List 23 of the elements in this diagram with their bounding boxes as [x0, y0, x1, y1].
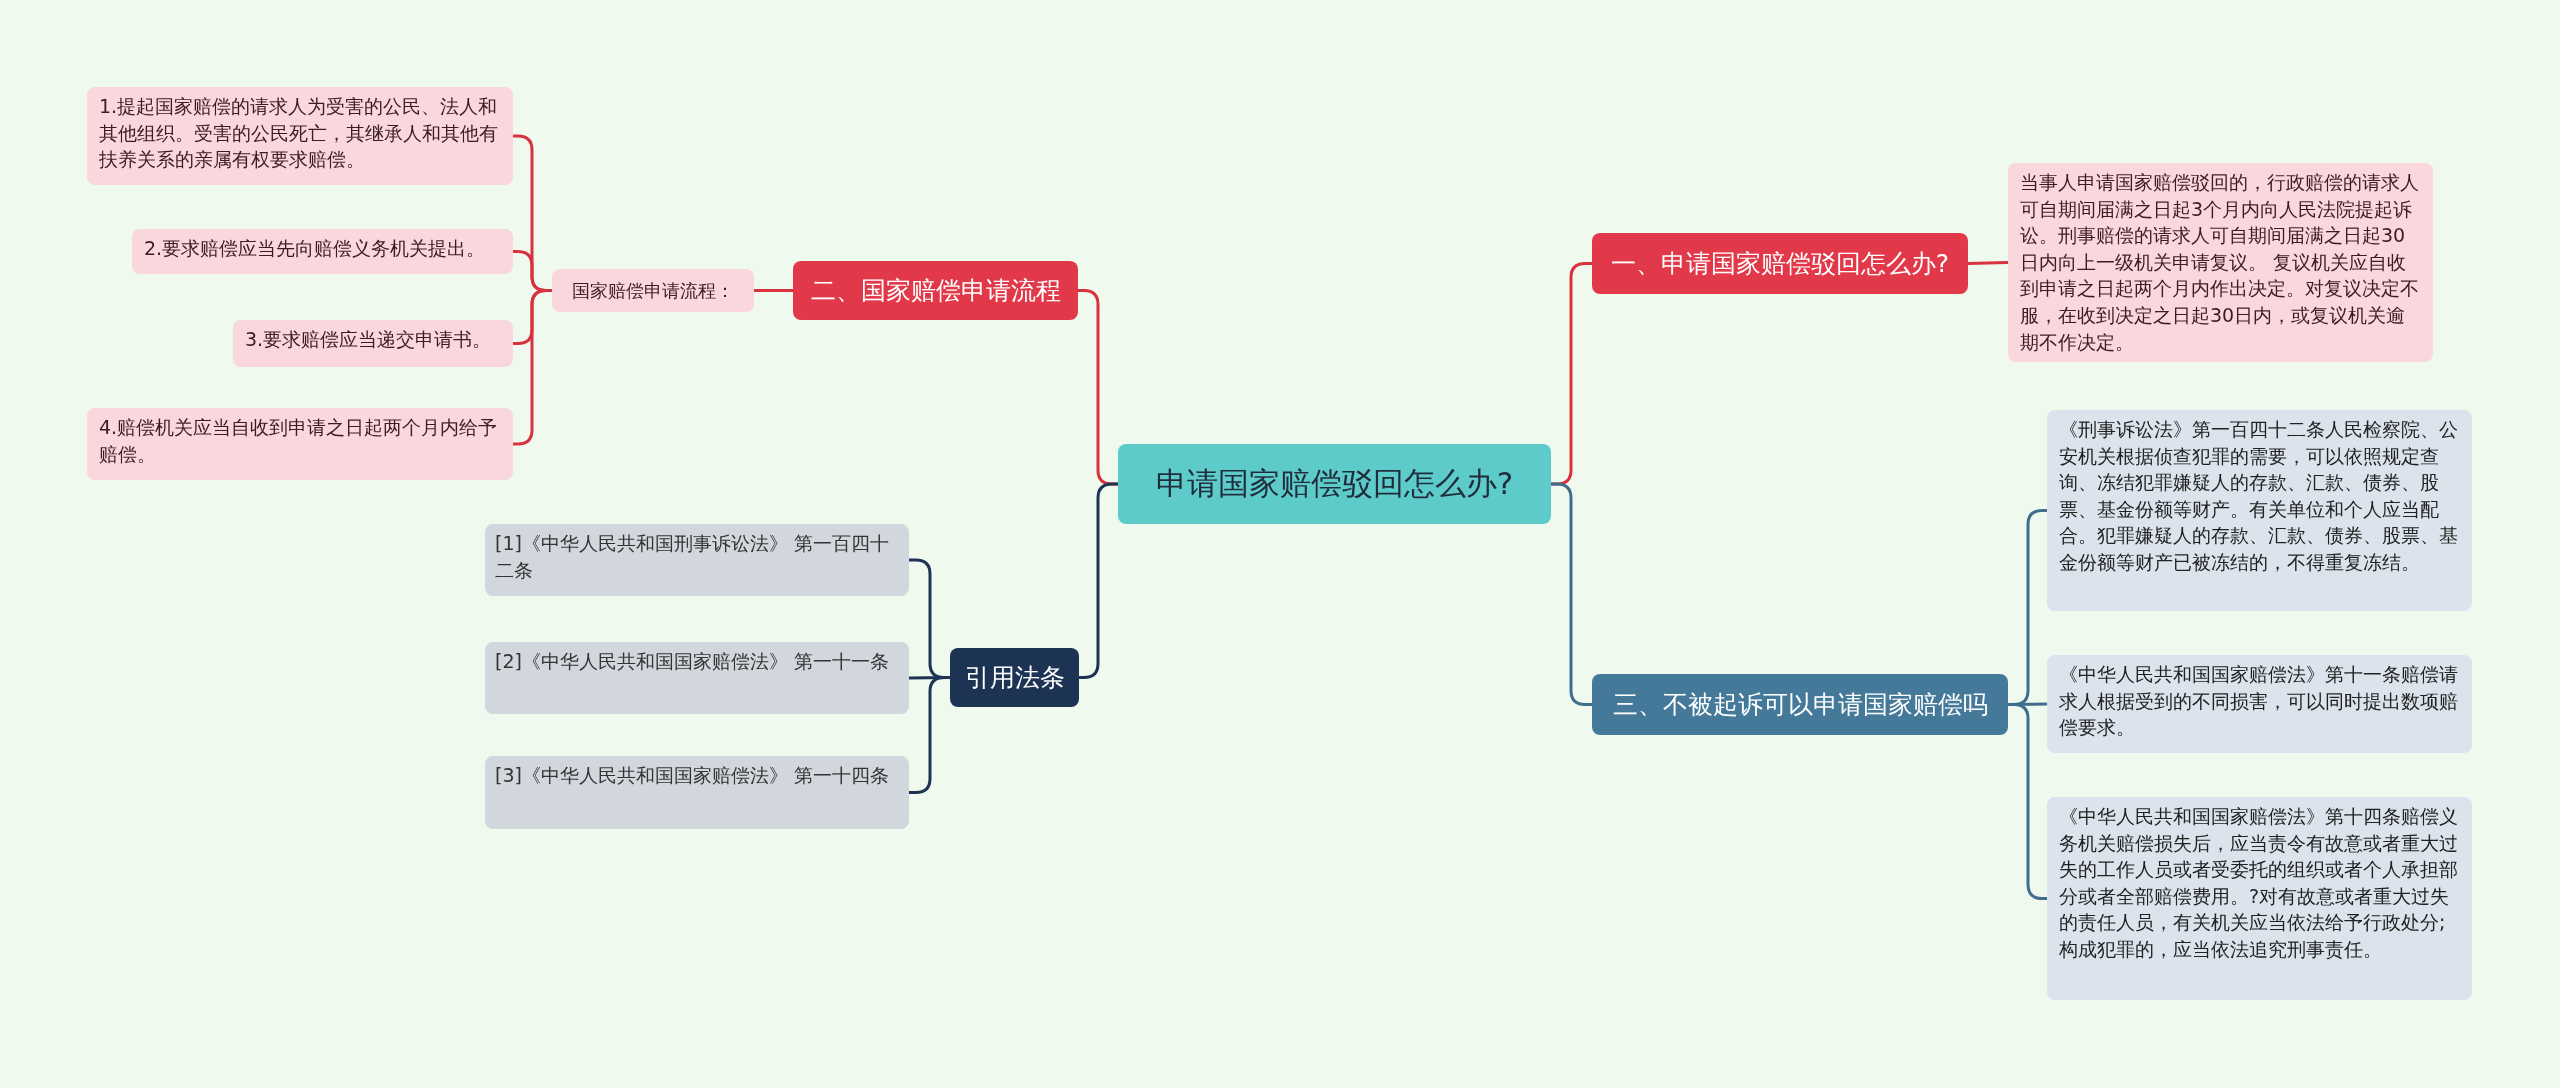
text-card: 《中华人民共和国国家赔偿法》第十四条赔偿义务机关赔偿损失后，应当责令有故意或者重大过失的工作人员或者受委托的组织或者个人承担部分或者全部赔偿费用。?对有故意或者重大过失的责任人员，有关机关应当依法给予行政处分;构成犯罪的，应当依法追究刑事责任。 — [2047, 797, 2472, 1000]
connector-line — [754, 289, 793, 292]
subtopic-box: 国家赔偿申请流程： — [552, 269, 754, 312]
central-topic-box: 申请国家赔偿驳回怎么办? — [1118, 444, 1551, 524]
reference-card: [1]《中华人民共和国刑事诉讼法》 第一百四十二条 — [485, 524, 909, 596]
connector-line — [1967, 261, 2009, 265]
connector-line — [1551, 482, 1592, 706]
branch-topic-box: 引用法条 — [950, 648, 1079, 707]
text-card: 2.要求赔偿应当先向赔偿义务机关提出。 — [132, 229, 513, 274]
connector-line — [1079, 482, 1118, 679]
reference-card: [3]《中华人民共和国国家赔偿法》 第一十四条 — [485, 756, 909, 829]
text-card: 3.要求赔偿应当递交申请书。 — [233, 320, 513, 367]
text-card: 当事人申请国家赔偿驳回的，行政赔偿的请求人可自期间届满之日起3个月内向人民法院提起诉讼。刑事赔偿的请求人可自期间届满之日起30日内向上一级机关申请复议。 复议机关应自收到申请之日起两个月内作出决定。对复议决定不服，在收到决定之日起30日内，或复议机关逾期不作决定。 — [2008, 163, 2433, 362]
text-card: 1.提起国家赔偿的请求人为受害的公民、法人和其他组织。受害的公民死亡，其继承人和其他有扶养关系的亲属有权要求赔偿。 — [87, 87, 513, 185]
text-card: 《中华人民共和国国家赔偿法》第十一条赔偿请求人根据受到的不同损害，可以同时提出数项赔偿要求。 — [2047, 655, 2472, 753]
branch-topic-box: 二、国家赔偿申请流程 — [793, 261, 1078, 320]
connector-line — [909, 676, 950, 794]
text-card: 《刑事诉讼法》第一百四十二条人民检察院、公安机关根据侦查犯罪的需要，可以依照规定查询、冻结犯罪嫌疑人的存款、汇款、债券、股票、基金份额等财产。有关单位和个人应当配合。犯罪嫌疑人的存款、汇款、债券、股票、基金份额等财产已被冻结的，不得重复冻结。 — [2047, 410, 2472, 611]
branch-topic-box: 三、不被起诉可以申请国家赔偿吗 — [1592, 674, 2008, 735]
reference-card: [2]《中华人民共和国国家赔偿法》 第一十一条 — [485, 642, 909, 714]
connector-line — [513, 289, 552, 446]
text-card: 4.赔偿机关应当自收到申请之日起两个月内给予赔偿。 — [87, 408, 513, 480]
branch-topic-box: 一、申请国家赔偿驳回怎么办? — [1592, 233, 1968, 294]
